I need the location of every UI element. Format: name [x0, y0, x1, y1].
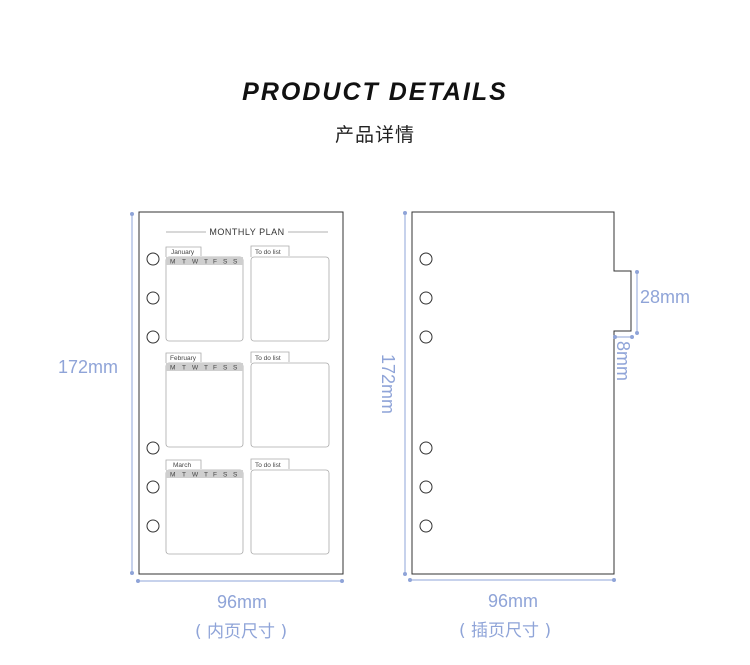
tab-width-dot-right [630, 335, 634, 339]
month-box [165, 469, 244, 555]
month-block-january: January M T W T F S S [165, 246, 244, 342]
inner-caption: ( 内页尺寸 ) [195, 622, 288, 642]
tab-height-dot-top [635, 270, 639, 274]
punch-hole [146, 441, 160, 455]
weekday-label: T [182, 259, 186, 266]
inner-width-label: 96mm [217, 592, 268, 612]
punch-hole [146, 480, 160, 494]
weekday-label: F [213, 472, 217, 479]
punch-hole [419, 330, 433, 344]
punch-hole [419, 252, 433, 266]
month-tab [165, 459, 202, 470]
weekday-label: S [233, 259, 238, 266]
inner-height-label: 172mm [58, 357, 119, 377]
divider-caption: ( 插页尺寸 ) [459, 621, 552, 641]
monthly-plan-heading: MONTHLY PLAN [209, 227, 284, 237]
weekday-label: W [192, 365, 199, 372]
weekday-label: M [170, 259, 175, 266]
weekday-label: S [223, 259, 228, 266]
punch-hole [419, 480, 433, 494]
inner-width-dot-right [340, 579, 344, 583]
weekday-label: T [182, 365, 186, 372]
weekday-label: S [233, 472, 238, 479]
month-label: February [170, 355, 197, 362]
punch-hole [146, 291, 160, 305]
todo-block-2: To do list [250, 351, 330, 448]
divider-width-label: 96mm [488, 591, 539, 611]
weekday-bar [166, 470, 243, 478]
divider-width-dot-right [612, 578, 616, 582]
tab-width-dot-left [613, 335, 617, 339]
weekday-label: S [223, 365, 228, 372]
inner-page: MONTHLY PLAN January M T W T F S S [130, 211, 344, 583]
month-tab [165, 246, 202, 257]
weekday-label: S [223, 472, 228, 479]
month-label: March [173, 462, 191, 469]
todo-box [250, 469, 330, 555]
page-title: PRODUCT DETAILS [242, 78, 508, 106]
tab-height-dot-bottom [635, 331, 639, 335]
weekday-label: W [192, 472, 199, 479]
divider-page-outline [411, 211, 632, 575]
month-block-march: March M T W T F S S [165, 459, 244, 555]
weekday-label: T [182, 472, 186, 479]
month-block-february: February M T W T F S S [165, 352, 244, 448]
todo-box [250, 256, 330, 342]
punch-hole [146, 252, 160, 266]
month-label: January [171, 249, 195, 256]
todo-tab [250, 351, 290, 363]
page-subtitle: 产品详情 [334, 124, 415, 146]
divider-page [403, 211, 639, 582]
weekday-label: W [192, 259, 199, 266]
inner-width-dot-left [136, 579, 140, 583]
month-box [165, 256, 244, 342]
weekday-bar [166, 257, 243, 265]
todo-box [250, 362, 330, 448]
weekday-label: M [170, 472, 175, 479]
divider-height-dot-top [403, 211, 407, 215]
todo-tab [250, 245, 290, 257]
weekday-label: T [204, 259, 208, 266]
weekday-label: T [204, 472, 208, 479]
weekday-label: F [213, 365, 217, 372]
divider-width-dot-left [408, 578, 412, 582]
month-box [165, 362, 244, 448]
month-tab [165, 352, 202, 363]
weekday-label: M [170, 365, 175, 372]
weekday-label: F [213, 259, 217, 266]
weekday-label: S [233, 365, 238, 372]
inner-height-dot-bottom [130, 571, 134, 575]
inner-height-dot-top [130, 212, 134, 216]
weekday-label: T [204, 365, 208, 372]
punch-hole [419, 519, 433, 533]
punch-hole [419, 441, 433, 455]
todo-block-1: To do list [250, 245, 330, 342]
todo-tab [250, 458, 290, 470]
todo-label: To do list [255, 355, 281, 362]
divider-height-dot-bottom [403, 572, 407, 576]
punch-hole [146, 519, 160, 533]
weekday-bar [166, 363, 243, 371]
tab-height-label: 28mm [640, 287, 691, 307]
todo-block-3: To do list [250, 458, 330, 555]
todo-label: To do list [255, 462, 281, 469]
todo-label: To do list [255, 249, 281, 256]
punch-hole [146, 330, 160, 344]
punch-hole [419, 291, 433, 305]
